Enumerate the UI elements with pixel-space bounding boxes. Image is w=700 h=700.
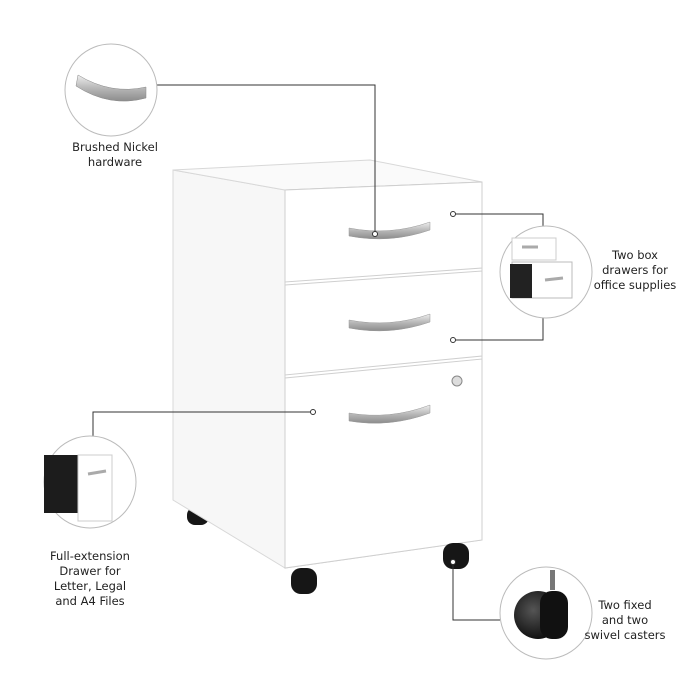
callout-file-drawer-label: Full-extension Drawer for Letter, Legal …: [50, 549, 130, 608]
callout-box-drawers-label: Two box drawers for office supplies: [593, 248, 677, 292]
detail-file-drawer: [43, 435, 137, 529]
callout-casters-label: Two fixed and two swivel casters: [584, 598, 666, 642]
detail-caster: [499, 566, 593, 660]
detail-box-drawers: [499, 225, 593, 319]
callout-dots: [310, 211, 456, 565]
callout-lines: [92, 84, 544, 621]
caster-front-right: [443, 543, 469, 569]
cabinet-side: [172, 169, 286, 569]
caster-front-left: [291, 568, 317, 594]
callout-hardware-label: Brushed Nickel hardware: [72, 140, 158, 169]
drawer-file: [284, 358, 483, 569]
handle-top: [348, 221, 431, 240]
handle-middle: [348, 313, 431, 332]
handle-file: [348, 404, 431, 424]
detail-hardware: [64, 43, 158, 137]
lock-icon: [451, 375, 463, 387]
